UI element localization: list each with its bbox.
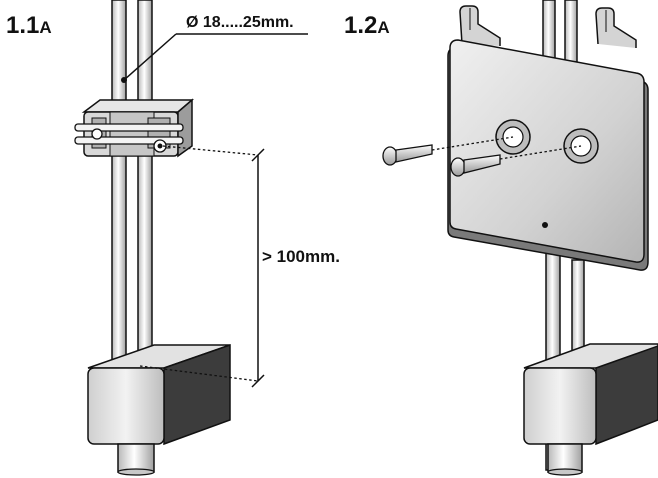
panel-1-2: 1.2A (344, 0, 658, 476)
screw-icon (382, 144, 433, 166)
step-label-1-1: 1.1A (6, 12, 52, 39)
hook-left-icon (459, 5, 501, 46)
step-number-1-1: 1.1 (6, 12, 39, 39)
hook-right-icon (595, 7, 637, 48)
base-block-icon (523, 343, 658, 476)
base-block-icon (87, 343, 231, 476)
step-label-1-2: 1.2A (344, 12, 390, 39)
alignment-line-left (431, 136, 514, 151)
clamp-hole-left (91, 128, 103, 140)
spacing-label: > 100mm. (262, 247, 340, 266)
step-letter-1-2: A (377, 18, 389, 37)
alignment-line-right (499, 145, 582, 160)
spacing-dimension: > 100mm. (139, 145, 340, 388)
clamp-bracket-icon (74, 98, 195, 158)
diameter-label: Ø 18.....25mm. (186, 14, 294, 31)
diameter-annotation: Ø 18.....25mm. (121, 14, 308, 83)
step-letter-1-1: A (39, 18, 51, 37)
mounting-plate-icon (447, 39, 649, 271)
step-number-1-2: 1.2 (344, 12, 377, 39)
panel-1-1: 1.1A (6, 0, 340, 476)
screw-icon (450, 154, 501, 177)
